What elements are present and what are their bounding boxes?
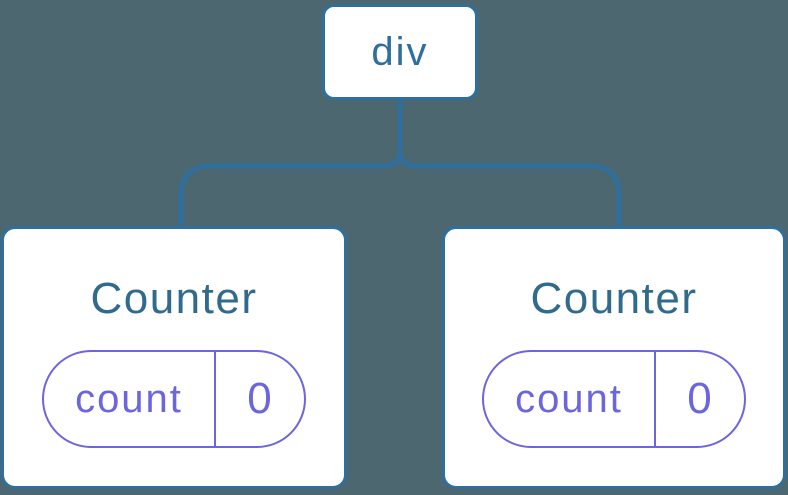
- state-value-label: 0: [687, 374, 713, 423]
- state-key-label: count: [75, 376, 183, 421]
- state-key-cell: count: [484, 352, 656, 446]
- state-badge: count 0: [482, 350, 746, 448]
- root-node: div: [322, 4, 478, 100]
- counter-node-title: Counter: [90, 274, 258, 323]
- state-key-cell: count: [44, 352, 216, 446]
- counter-node-left: Counter count 0: [1, 226, 347, 489]
- connector-left-branch: [178, 100, 403, 230]
- state-badge: count 0: [42, 350, 306, 448]
- state-value-cell: 0: [656, 352, 744, 446]
- counter-node-right: Counter count 0: [442, 226, 786, 489]
- state-value-cell: 0: [216, 352, 304, 446]
- state-key-label: count: [515, 376, 623, 421]
- counter-node-title: Counter: [530, 274, 698, 323]
- connector-right-branch: [397, 100, 622, 230]
- root-node-label: div: [371, 29, 429, 74]
- state-value-label: 0: [247, 374, 273, 423]
